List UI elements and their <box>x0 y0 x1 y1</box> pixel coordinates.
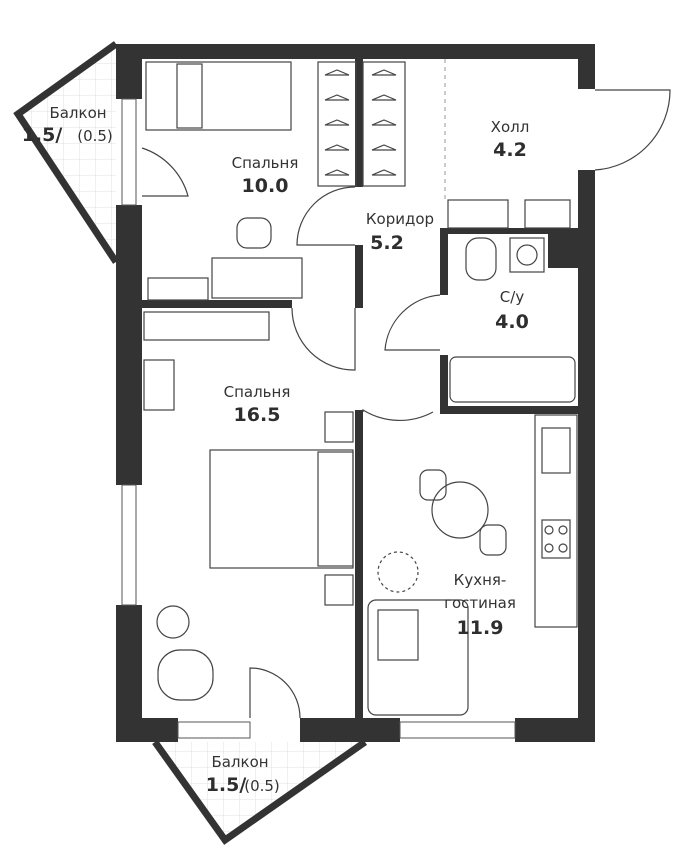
label-balcony-top: Балкон 1.5/ (0.5) <box>22 104 113 146</box>
label-corridor: Коридор 5.2 <box>366 210 434 254</box>
label-bedroom-large: Спальня 16.5 <box>224 383 291 426</box>
interior-walls <box>142 59 578 718</box>
balcony-door-bottom <box>249 667 301 719</box>
furniture <box>143 61 578 716</box>
label-bathroom: С/у 4.0 <box>495 288 529 333</box>
bedside-table <box>324 411 354 443</box>
balcony-top <box>13 41 119 264</box>
room-area: 4.0 <box>495 311 529 333</box>
dining-chair <box>479 524 507 556</box>
entrance-door <box>594 89 671 171</box>
double-bed <box>209 449 354 569</box>
dining-chair <box>419 469 447 501</box>
hanger-rack <box>143 311 270 341</box>
room-area-reduced: (0.5) <box>77 127 113 145</box>
desk <box>211 257 303 299</box>
room-name: Балкон <box>211 753 268 771</box>
kitchen-door <box>362 408 434 421</box>
balcony-bottom <box>152 739 368 845</box>
ottoman <box>156 605 190 639</box>
room-name: Холл <box>491 118 530 136</box>
room-area: 5.2 <box>370 232 404 254</box>
bedroom-small-door <box>296 186 356 246</box>
label-bedroom-small: Спальня 10.0 <box>232 154 299 197</box>
label-balcony-bottom: Балкон 1.5/ (0.5) <box>206 753 280 796</box>
bathtub <box>449 356 576 403</box>
chair <box>236 217 272 249</box>
single-bed <box>145 61 292 131</box>
room-area: 10.0 <box>242 175 289 197</box>
stove <box>541 519 571 559</box>
kitchen-counter <box>534 414 578 628</box>
room-area: 1.5/ <box>206 774 247 796</box>
room-area: 11.9 <box>457 617 504 639</box>
room-name: Кухня- <box>454 571 507 589</box>
balcony-door-top <box>141 147 189 197</box>
hanger-icons <box>324 69 397 176</box>
kitchen-sink <box>541 427 571 474</box>
bathroom-door <box>384 294 441 351</box>
sink-cabinet <box>509 237 545 273</box>
plant <box>377 551 419 593</box>
doors <box>141 89 671 719</box>
bedroom-large-door <box>291 307 356 371</box>
windows <box>121 98 516 739</box>
room-area: 4.2 <box>493 139 527 161</box>
room-name: Спальня <box>232 154 299 172</box>
room-area: 16.5 <box>234 404 281 426</box>
room-name: Спальня <box>224 383 291 401</box>
nightstand <box>143 359 175 411</box>
room-name: С/у <box>500 288 525 306</box>
wardrobe <box>362 61 406 187</box>
wardrobe <box>317 61 357 187</box>
dining-table <box>431 481 489 539</box>
armchair <box>157 649 214 701</box>
room-name: Балкон <box>49 104 106 122</box>
room-area-reduced: (0.5) <box>244 777 280 795</box>
sofa <box>367 599 469 716</box>
label-hall: Холл 4.2 <box>491 118 530 161</box>
room-area: 1.5/ <box>22 124 63 146</box>
bedside-table <box>324 574 354 606</box>
room-name: гостиная <box>444 594 516 612</box>
label-kitchen-living: Кухня- гостиная 11.9 <box>444 571 516 639</box>
exterior-walls <box>116 44 595 742</box>
hall-cabinet <box>447 199 509 229</box>
room-name: Коридор <box>366 210 434 228</box>
toilet-icon <box>465 237 497 281</box>
